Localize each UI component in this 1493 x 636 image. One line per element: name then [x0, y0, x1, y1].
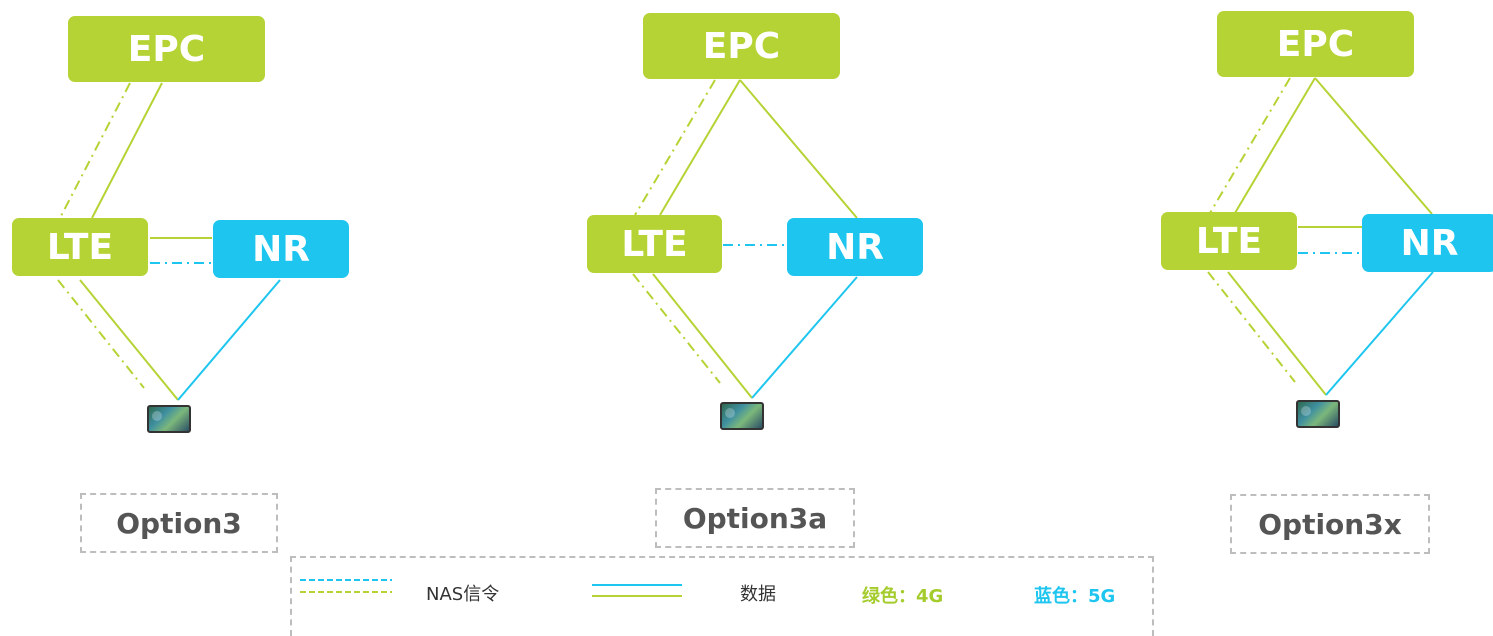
phone-icon	[1296, 400, 1340, 428]
legend-box	[290, 556, 1154, 636]
nr-node: NR	[1362, 214, 1493, 272]
link-epc-lte-signal	[1209, 77, 1291, 214]
option-label: Option3a	[655, 488, 855, 548]
lte-node: LTE	[1161, 212, 1297, 270]
link-lte-ue-data	[79, 279, 179, 401]
option3-links	[57, 82, 281, 401]
link-epc-lte-signal	[634, 79, 716, 216]
link-nr-ue-data	[751, 276, 858, 399]
epc-node: EPC	[1217, 11, 1414, 77]
link-epc-lte-data	[91, 82, 163, 219]
option3a-links	[632, 79, 858, 399]
lte-node: LTE	[12, 218, 148, 276]
link-epc-nr-data	[739, 79, 858, 219]
nr-node: NR	[787, 218, 923, 276]
legend-green-label: 绿色：4G	[862, 586, 944, 607]
topology-links	[57, 77, 1434, 597]
option-label: Option3	[80, 493, 278, 553]
link-lte-ue-signal	[1207, 271, 1296, 383]
link-lte-ue-data	[1227, 271, 1327, 396]
epc-node: EPC	[68, 16, 265, 82]
lte-node: LTE	[587, 215, 722, 273]
legend-data-label: 数据	[740, 584, 776, 605]
legend-signal-label: NAS信令	[426, 584, 500, 605]
legend-lines	[300, 579, 682, 597]
link-lte-ue-signal	[632, 273, 721, 384]
link-lte-ue-data	[652, 273, 753, 399]
option3x-links	[1207, 77, 1434, 396]
link-epc-nr-data	[1314, 77, 1433, 215]
link-epc-lte-signal	[59, 82, 131, 219]
link-nr-ue-data	[177, 279, 281, 401]
epc-node: EPC	[643, 13, 840, 79]
option-label: Option3x	[1230, 494, 1430, 554]
legend-blue-label: 蓝色：5G	[1034, 586, 1116, 607]
link-nr-ue-data	[1325, 271, 1434, 396]
link-lte-ue-signal	[57, 279, 145, 389]
link-epc-lte-data	[659, 79, 741, 216]
link-epc-lte-data	[1234, 77, 1316, 214]
nr-node: NR	[213, 220, 349, 278]
phone-icon	[720, 402, 764, 430]
phone-icon	[147, 405, 191, 433]
